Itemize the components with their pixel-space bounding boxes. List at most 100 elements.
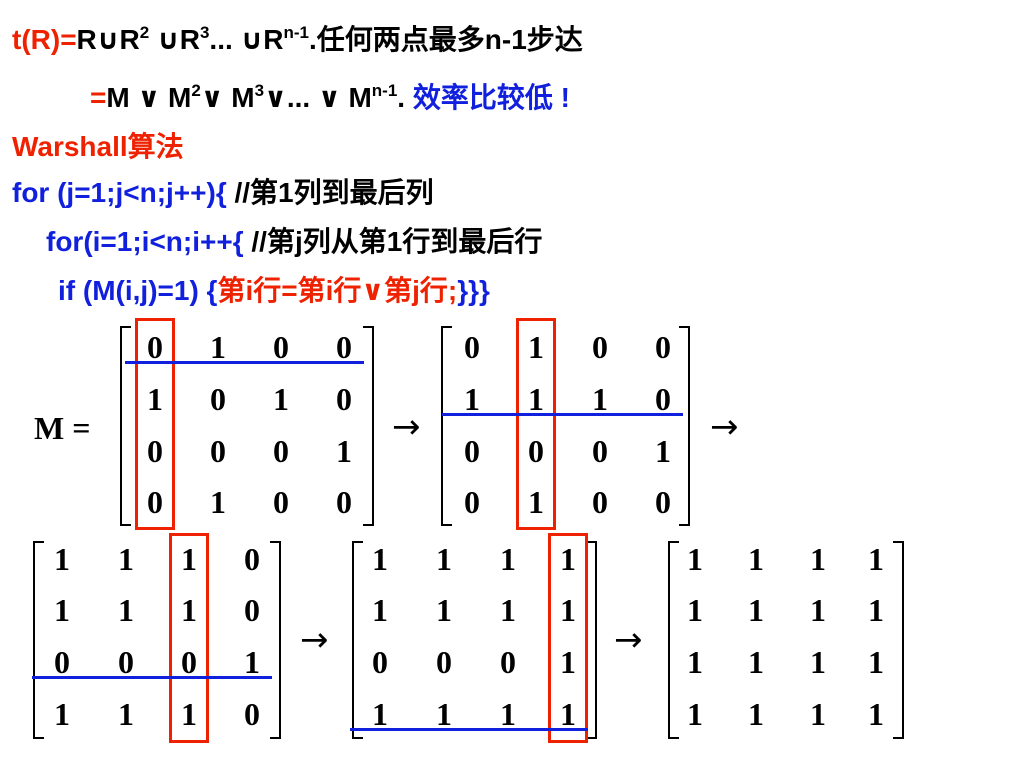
matrix-cell: 0 xyxy=(244,592,260,628)
matrix-cell: 0 xyxy=(500,644,516,680)
matrix-cell: 0 xyxy=(336,381,352,417)
matrix-cell: 1 xyxy=(436,696,452,732)
matrix-left-bracket xyxy=(352,541,363,739)
matrix-cell: 1 xyxy=(748,696,764,732)
highlight-column-box xyxy=(516,318,556,530)
matrix-cell: 1 xyxy=(810,541,826,577)
formula-line-1: t(R)=R∪R2 ∪R3... ∪Rn-1.任何两点最多n-1步达 xyxy=(12,23,583,55)
matrix-cell: 1 xyxy=(500,592,516,628)
arrow-icon: → xyxy=(300,620,329,660)
matrix-cell: 1 xyxy=(528,484,544,520)
matrix-cell: 1 xyxy=(868,644,884,680)
matrix-cell: 1 xyxy=(528,381,544,417)
matrix-cell: 1 xyxy=(687,696,703,732)
matrix-cell: 1 xyxy=(464,381,480,417)
matrix-left-bracket xyxy=(668,541,679,739)
code-line-2: for(i=1;i<n;i++{ //第j列从第1行到最后行 xyxy=(46,226,543,257)
matrix-cell: 0 xyxy=(655,484,671,520)
formula-line-2: =M ∨ M2∨ M3∨... ∨ Mn-1. 效率比较低 ! xyxy=(90,81,570,113)
matrix-cell: 1 xyxy=(181,541,197,577)
matrix-cell: 1 xyxy=(560,592,576,628)
matrix-cell: 1 xyxy=(54,541,70,577)
matrix-cell: 1 xyxy=(560,696,576,732)
matrix-cell: 1 xyxy=(687,541,703,577)
matrix-cell: 0 xyxy=(464,433,480,469)
matrix-cell: 0 xyxy=(592,484,608,520)
matrix-cell: 0 xyxy=(244,541,260,577)
matrix-right-bracket xyxy=(893,541,904,739)
matrix-cell: 1 xyxy=(54,696,70,732)
matrix-cell: 1 xyxy=(372,541,388,577)
matrix-cell: 1 xyxy=(210,484,226,520)
matrix-cell: 1 xyxy=(687,644,703,680)
matrix-left-bracket xyxy=(120,326,131,526)
matrix-cell: 0 xyxy=(273,484,289,520)
matrix-cell: 1 xyxy=(687,592,703,628)
highlight-row-line xyxy=(32,676,272,679)
arrow-icon: → xyxy=(614,620,643,660)
matrix-cell: 1 xyxy=(436,592,452,628)
code-line-1: for (j=1;j<n;j++){ //第1列到最后列 xyxy=(12,177,434,208)
matrix-cell: 0 xyxy=(592,433,608,469)
code-comment-1: //第1列到最后列 xyxy=(226,177,434,208)
matrix-cell: 0 xyxy=(147,433,163,469)
matrix-cell: 1 xyxy=(54,592,70,628)
matrix-cell: 1 xyxy=(748,644,764,680)
matrix-cell: 1 xyxy=(118,541,134,577)
matrix-cell: 1 xyxy=(868,592,884,628)
matrix-cell: 0 xyxy=(147,484,163,520)
efficiency-note: 效率比较低 ! xyxy=(412,82,570,113)
matrix-cell: 1 xyxy=(147,381,163,417)
highlight-row-line xyxy=(442,413,683,416)
matrix-cell: 1 xyxy=(181,696,197,732)
matrix-right-bracket xyxy=(586,541,597,739)
algorithm-title: Warshall算法 xyxy=(12,131,184,162)
arrow-icon: → xyxy=(392,407,421,447)
matrix-cell: 0 xyxy=(372,644,388,680)
matrix-right-bracket xyxy=(679,326,690,526)
matrix-cell: 1 xyxy=(118,696,134,732)
matrix-cell: 1 xyxy=(528,329,544,365)
matrix-cell: 0 xyxy=(336,329,352,365)
matrix-right-bracket xyxy=(270,541,281,739)
matrix-cell: 0 xyxy=(181,644,197,680)
matrix-cell: 0 xyxy=(118,644,134,680)
matrix-cell: 1 xyxy=(500,541,516,577)
matrix-cell: 0 xyxy=(436,644,452,680)
closure-lhs: t(R)= xyxy=(12,24,77,55)
matrix-cell: 1 xyxy=(372,592,388,628)
matrix-cell: 0 xyxy=(210,433,226,469)
matrix-cell: 0 xyxy=(273,329,289,365)
matrix-cell: 1 xyxy=(560,541,576,577)
matrix-cell: 1 xyxy=(273,381,289,417)
arrow-icon: → xyxy=(710,407,739,447)
matrix-cell: 1 xyxy=(868,696,884,732)
matrix-cell: 0 xyxy=(244,696,260,732)
highlight-row-line xyxy=(125,361,364,364)
matrix-cell: 0 xyxy=(655,329,671,365)
code-line-3: if (M(i,j)=1) {第i行=第i行∨第j行;}}} xyxy=(58,275,490,306)
matrix-left-bracket xyxy=(33,541,44,739)
matrix-cell: 0 xyxy=(336,484,352,520)
matrix-cell: 1 xyxy=(500,696,516,732)
matrix-cell: 1 xyxy=(592,381,608,417)
matrix-cell: 1 xyxy=(748,592,764,628)
highlight-row-line xyxy=(350,728,588,731)
highlight-column-box xyxy=(548,533,588,743)
matrix-cell: 0 xyxy=(147,329,163,365)
matrix-cell: 0 xyxy=(655,381,671,417)
highlight-column-box xyxy=(135,318,175,530)
matrix-cell: 1 xyxy=(336,433,352,469)
matrix-right-bracket xyxy=(363,326,374,526)
matrix-cell: 1 xyxy=(181,592,197,628)
matrix-cell: 1 xyxy=(560,644,576,680)
matrix-cell: 0 xyxy=(528,433,544,469)
matrix-cell: 1 xyxy=(810,644,826,680)
matrix-cell: 0 xyxy=(464,329,480,365)
matrix-cell: 1 xyxy=(655,433,671,469)
matrix-cell: 0 xyxy=(273,433,289,469)
highlight-column-box xyxy=(169,533,209,743)
matrix-cell: 1 xyxy=(118,592,134,628)
code-comment-2: //第j列从第1行到最后行 xyxy=(243,226,543,257)
matrix-cell: 1 xyxy=(210,329,226,365)
